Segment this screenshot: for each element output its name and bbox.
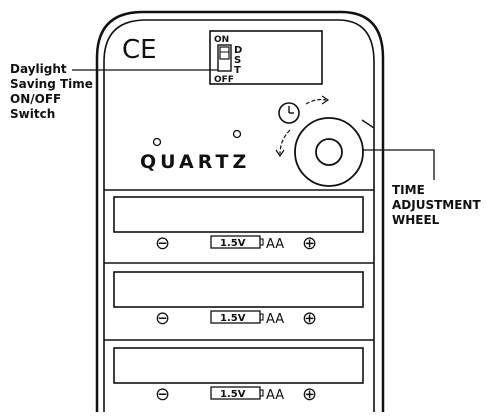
dst-switch-window bbox=[209, 30, 323, 85]
battery-terminal bbox=[259, 313, 264, 321]
battery-size: AA bbox=[266, 237, 284, 252]
battery-cell bbox=[113, 347, 364, 384]
time-adjustment-wheel[interactable] bbox=[294, 117, 364, 187]
screw-hole bbox=[232, 129, 242, 139]
battery-cell bbox=[113, 271, 364, 308]
movement-plate bbox=[103, 19, 375, 190]
dst-letter-t: T bbox=[234, 65, 241, 76]
rotation-arrow-icon bbox=[275, 95, 330, 158]
callout-line: ON/OFF bbox=[10, 92, 62, 106]
battery-positive-symbol: ⊕ bbox=[302, 233, 317, 254]
dst-on-label: ON bbox=[214, 35, 229, 45]
wheel-callout-leader bbox=[345, 149, 435, 180]
plate-step bbox=[361, 119, 375, 129]
battery-negative-symbol: ⊖ bbox=[155, 384, 170, 405]
battery-terminal bbox=[259, 238, 264, 246]
battery-size: AA bbox=[266, 388, 284, 403]
battery-size: AA bbox=[266, 312, 284, 327]
dst-switch-callout: Daylight Saving Time ON/OFF Switch bbox=[10, 62, 93, 122]
battery-negative-symbol: ⊖ bbox=[155, 308, 170, 329]
battery-negative-symbol: ⊖ bbox=[155, 233, 170, 254]
dst-letter-s: S bbox=[234, 55, 241, 66]
dst-switch-knob[interactable] bbox=[219, 46, 230, 60]
clock-icon bbox=[278, 102, 300, 124]
battery-slot[interactable]: ⊖ 1.5V AA ⊕ bbox=[113, 196, 364, 254]
clock-housing bbox=[95, 10, 385, 412]
dst-letter-d: D bbox=[234, 45, 242, 56]
battery-voltage: 1.5V bbox=[220, 238, 246, 249]
battery-terminal bbox=[259, 389, 264, 397]
battery-positive-symbol: ⊕ bbox=[302, 384, 317, 405]
ce-mark: CE bbox=[122, 35, 157, 65]
dst-off-label: OFF bbox=[214, 75, 234, 85]
battery-voltage: 1.5V bbox=[220, 389, 246, 400]
dst-switch-slot bbox=[217, 44, 232, 72]
callout-line: Daylight bbox=[10, 62, 67, 76]
screw-hole bbox=[152, 137, 162, 147]
battery-slot[interactable]: ⊖ 1.5V AA ⊕ bbox=[113, 271, 364, 329]
callout-line: TIME bbox=[392, 183, 425, 197]
brand-quartz: QUARTZ bbox=[140, 151, 250, 173]
callout-line: ADJUSTMENT bbox=[392, 198, 481, 212]
callout-line: Saving Time bbox=[10, 77, 93, 91]
time-wheel-callout: TIME ADJUSTMENT WHEEL bbox=[392, 183, 481, 228]
callout-line: WHEEL bbox=[392, 213, 440, 227]
callout-line: Switch bbox=[10, 107, 56, 121]
dst-switch[interactable]: ON D S T OFF bbox=[209, 30, 323, 85]
battery-positive-symbol: ⊕ bbox=[302, 308, 317, 329]
battery-slot[interactable]: ⊖ 1.5V AA ⊕ bbox=[113, 347, 364, 405]
battery-voltage: 1.5V bbox=[220, 313, 246, 324]
battery-cell bbox=[113, 196, 364, 233]
